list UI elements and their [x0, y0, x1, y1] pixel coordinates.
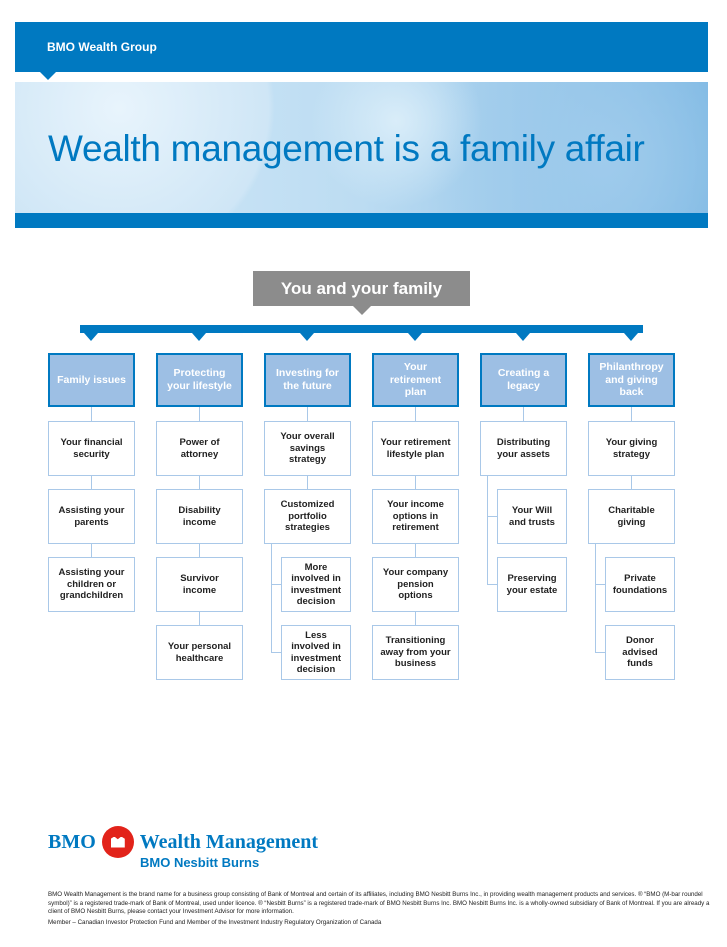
- connector-line: [523, 407, 524, 421]
- connector-arrow: [300, 333, 314, 341]
- topic-box: Donor advised funds: [605, 625, 675, 680]
- topic-box: Your income options in retirement: [372, 489, 459, 544]
- hero-banner: Wealth management is a family affair: [15, 82, 708, 213]
- category-header: Your retirement plan: [372, 353, 459, 407]
- brand-bar-notch: [40, 72, 56, 80]
- root-node: You and your family: [253, 271, 470, 306]
- topic-box: Distributing your assets: [480, 421, 567, 476]
- page-title: Wealth management is a family affair: [48, 128, 645, 169]
- topic-box: Survivor income: [156, 557, 243, 612]
- category-header: Creating a legacy: [480, 353, 567, 407]
- topic-box: Your retirement lifestyle plan: [372, 421, 459, 476]
- topic-box: Your company pension options: [372, 557, 459, 612]
- branch-trunk: [487, 476, 488, 584]
- legal-text: BMO Wealth Management is the brand name …: [48, 891, 713, 928]
- branch-trunk: [271, 544, 272, 652]
- category-header: Investing for the future: [264, 353, 351, 407]
- m-bar-roundel-icon: [101, 826, 134, 858]
- legal-member: Member – Canadian Investor Protection Fu…: [48, 919, 382, 927]
- connector-line: [91, 407, 92, 557]
- topic-box: Transitioning away from your business: [372, 625, 459, 680]
- brand-label: BMO Wealth Group: [47, 40, 157, 54]
- connector-arrow: [624, 333, 638, 341]
- branch-line: [487, 516, 497, 517]
- topic-box: Power of attorney: [156, 421, 243, 476]
- hero-bottom-bar: [15, 213, 708, 228]
- topic-box: Your giving strategy: [588, 421, 675, 476]
- brand-bar: BMO Wealth Group: [15, 22, 708, 72]
- topic-box: Your Will and trusts: [497, 489, 567, 544]
- logo-wealth-management: Wealth Management: [139, 830, 319, 853]
- category-header: Protecting your lifestyle: [156, 353, 243, 407]
- connector-bar: [80, 325, 643, 333]
- topic-box: Your personal healthcare: [156, 625, 243, 680]
- topic-box: Assisting your children or grandchildren: [48, 557, 135, 612]
- topic-box: Assisting your parents: [48, 489, 135, 544]
- topic-box: Customized portfolio strategies: [264, 489, 351, 544]
- topic-box: Private foundations: [605, 557, 675, 612]
- connector-arrow: [192, 333, 206, 341]
- bmo-logo: BMO Wealth Management: [48, 826, 318, 858]
- branch-line: [595, 652, 605, 653]
- topic-box: Charitable giving: [588, 489, 675, 544]
- topic-box: More involved in investment decision: [281, 557, 351, 612]
- connector-arrow: [84, 333, 98, 341]
- logo-subbrand: BMO Nesbitt Burns: [140, 855, 260, 870]
- root-pointer: [353, 306, 371, 315]
- category-header: Philanthropy and giving back: [588, 353, 675, 407]
- topic-box: Your financial security: [48, 421, 135, 476]
- branch-trunk: [595, 544, 596, 652]
- category-header: Family issues: [48, 353, 135, 407]
- connector-arrow: [516, 333, 530, 341]
- topic-box: Disability income: [156, 489, 243, 544]
- legal-disclaimer: BMO Wealth Management is the brand name …: [48, 891, 710, 916]
- branch-line: [487, 584, 497, 585]
- connector-arrow: [408, 333, 422, 341]
- topic-box: Less involved in investment decision: [281, 625, 351, 680]
- logo-bmo: BMO: [48, 830, 96, 853]
- topic-box: Your overall savings strategy: [264, 421, 351, 476]
- branch-line: [595, 584, 605, 585]
- topic-box: Preserving your estate: [497, 557, 567, 612]
- branch-line: [271, 584, 281, 585]
- branch-line: [271, 652, 281, 653]
